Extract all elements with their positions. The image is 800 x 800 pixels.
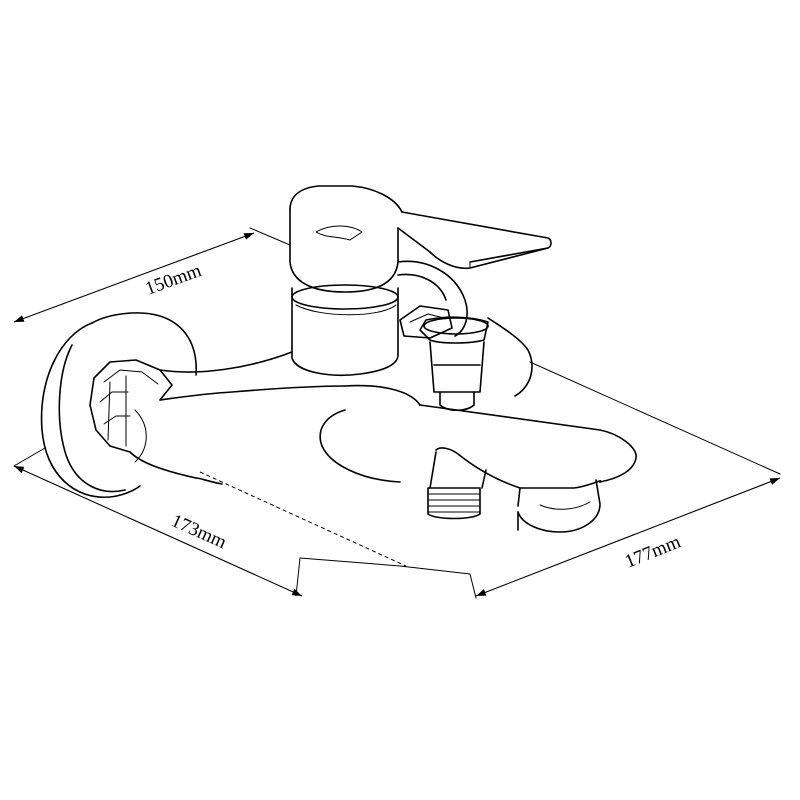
dimension-length [13, 447, 401, 597]
diverter-bracket [397, 260, 468, 339]
dimension-label-width: 177mm [622, 531, 684, 572]
cartridge-housing [291, 284, 399, 377]
lever-handle [289, 185, 552, 293]
dimension-depth [13, 227, 291, 323]
hex-union-nut [89, 359, 173, 453]
mixer-body [129, 351, 421, 479]
wall-rosette [40, 312, 197, 498]
hidden-centerline [199, 471, 407, 567]
dimension-label-depth: 150mm [143, 260, 205, 300]
shower-outlet-thread [427, 451, 487, 520]
spout [195, 404, 637, 533]
diverter-knob [419, 316, 533, 412]
dimension-label-length: 173mm [168, 510, 230, 553]
dimension-width [399, 361, 781, 599]
